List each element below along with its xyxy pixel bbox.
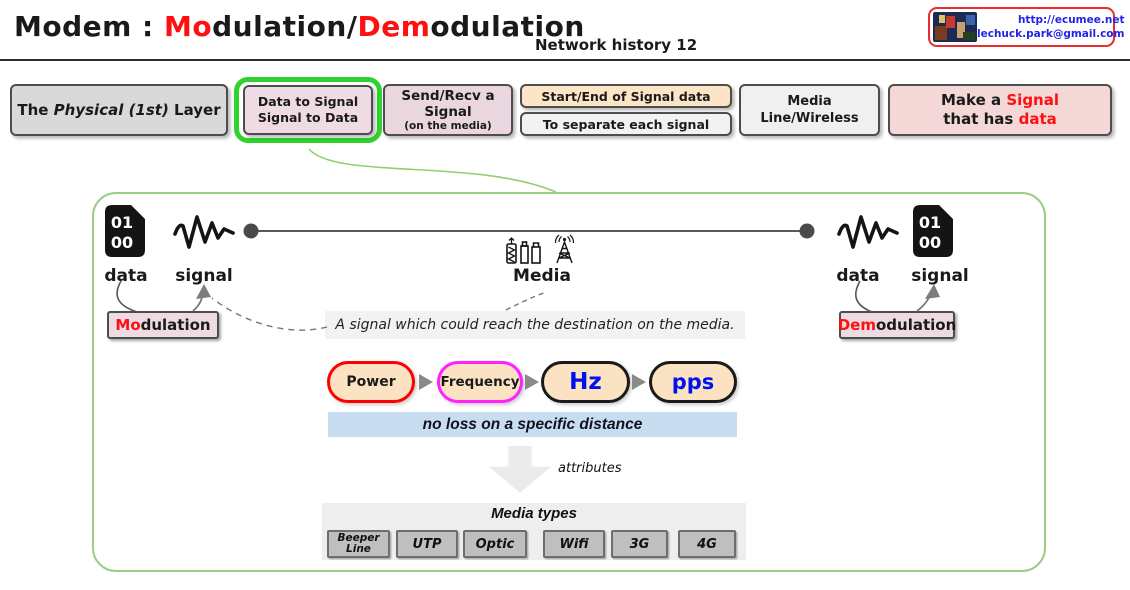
topic-separate-signal[interactable]: To separate each signal <box>520 112 732 136</box>
media-types-panel <box>322 503 746 560</box>
topic-label: To separate each signal <box>542 116 710 132</box>
media-type-utp: UTP <box>396 530 458 558</box>
signal-label-left: signal <box>175 266 233 286</box>
title-accent: Dem <box>357 10 431 43</box>
topic-label: The Physical (1st) Layer <box>17 101 221 119</box>
tab-to-diagram-connector <box>308 148 557 193</box>
contact-url[interactable]: http://ecumee.net <box>1017 14 1125 26</box>
thumbnail-image <box>933 12 977 42</box>
contact-thumbnail <box>933 12 977 42</box>
svg-text:00: 00 <box>919 233 941 252</box>
badge-power: Power <box>327 361 415 403</box>
topic-label-line: Data to Signal <box>257 94 359 109</box>
data-label-right: data <box>836 266 880 286</box>
media-type-4g: 4G <box>678 530 736 558</box>
binary-data-icon: 01 00 <box>104 204 146 262</box>
media-type-wifi: Wifi <box>543 530 605 558</box>
media-type-3g: 3G <box>611 530 668 558</box>
media-label: Media <box>513 266 571 286</box>
title-part: Modem : <box>14 10 165 43</box>
badge-pps: pps <box>649 361 737 403</box>
demodulation-box: Demodulation <box>838 311 956 339</box>
title-part: odulation <box>430 10 585 43</box>
topic-label-line: that has data <box>943 110 1057 128</box>
media-type-beeper-line: Beeper Line <box>327 530 390 558</box>
topic-label-line: (on the media) <box>404 120 492 132</box>
topic-physical-layer[interactable]: The Physical (1st) Layer <box>10 84 228 136</box>
media-types-title: Media types <box>491 505 577 522</box>
media-type-optic: Optic <box>463 530 527 558</box>
data-label-left: data <box>104 266 148 286</box>
topic-start-end[interactable]: Start/End of Signal data <box>520 84 732 108</box>
subtitle: Network history 12 <box>535 36 698 54</box>
title-accent: Mo <box>164 10 213 43</box>
waveform-icon <box>172 211 236 259</box>
topic-make-signal[interactable]: Make a Signal that has data <box>888 84 1112 136</box>
signal-note: A signal which could reach the destinati… <box>325 311 745 339</box>
flow-arrow-icon <box>632 374 646 390</box>
topic-label-line: Signal to Data <box>257 110 359 125</box>
flow-arrow-icon <box>419 374 433 390</box>
topic-label-line: Media <box>787 94 832 109</box>
topic-send-recv[interactable]: Send/Recv a Signal (on the media) <box>383 84 513 136</box>
modulation-box: Modulation <box>107 311 219 339</box>
svg-text:01: 01 <box>919 213 941 232</box>
flow-arrow-icon <box>525 374 539 390</box>
binary-data-icon: 01 00 <box>912 204 954 262</box>
topic-label-line: Line/Wireless <box>760 111 859 126</box>
page-title: Modem : Modulation/Demodulation <box>14 10 585 43</box>
media-icons <box>505 234 585 270</box>
topic-data-signal[interactable]: Data to Signal Signal to Data <box>243 85 373 135</box>
signal-label-right: signal <box>911 266 969 286</box>
topic-media[interactable]: Media Line/Wireless <box>739 84 880 136</box>
topic-label-line: Send/Recv a Signal <box>401 88 495 120</box>
svg-text:00: 00 <box>111 233 133 252</box>
divider <box>0 59 1130 61</box>
contact-card: http://ecumee.net lechuck.park@gmail.com <box>928 7 1124 47</box>
highlight-ring <box>234 77 382 143</box>
banner-no-loss: no loss on a specific distance <box>328 412 737 437</box>
topic-label: Start/End of Signal data <box>541 88 711 104</box>
contact-email[interactable]: lechuck.park@gmail.com <box>977 28 1125 40</box>
badge-hz: Hz <box>541 361 630 403</box>
attributes-label: attributes <box>558 461 622 476</box>
svg-text:01: 01 <box>111 213 133 232</box>
title-part: dulation/ <box>212 10 358 43</box>
waveform-icon <box>836 211 900 259</box>
topic-label-line: Make a Signal <box>941 91 1059 109</box>
badge-frequency: Frequency <box>437 361 523 403</box>
